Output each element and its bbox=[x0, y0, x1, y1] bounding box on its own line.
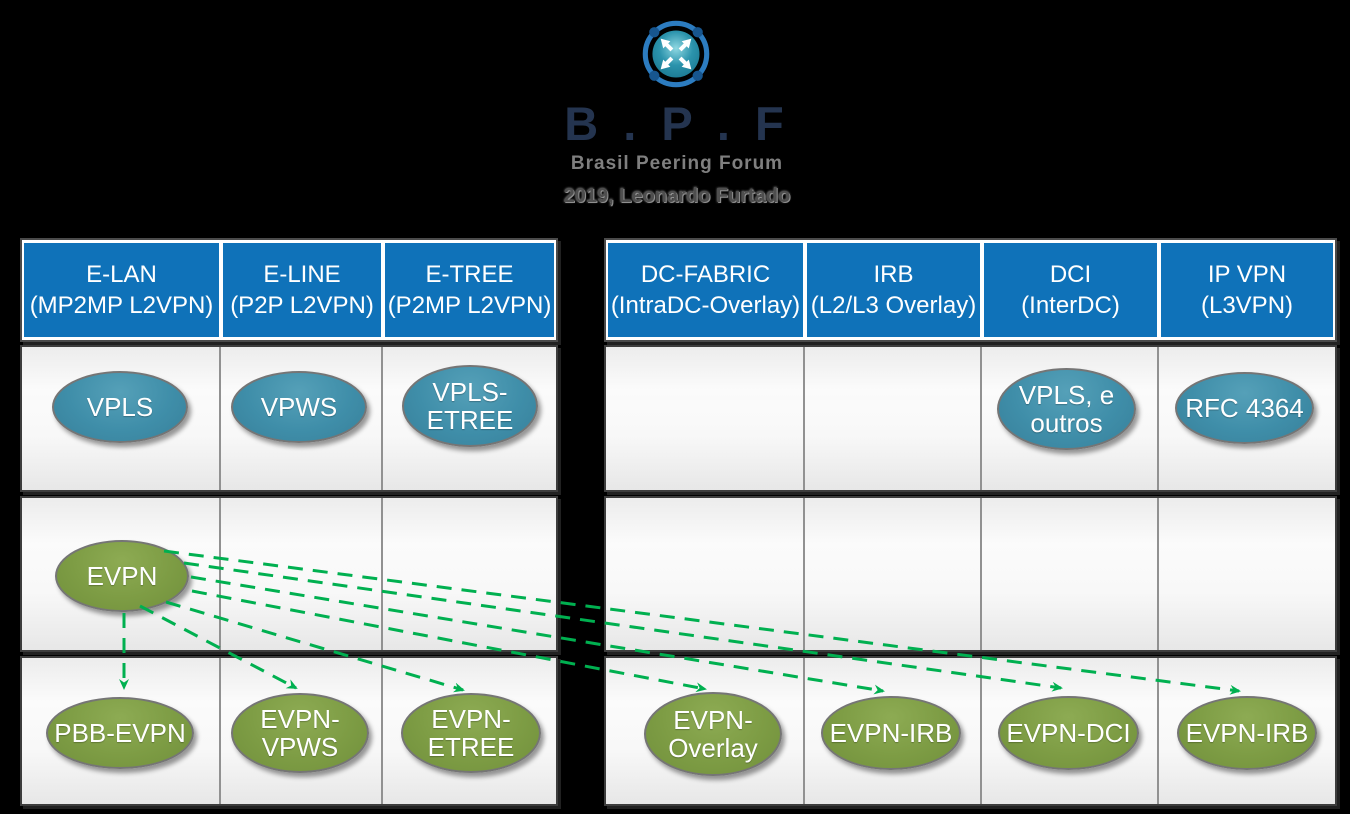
cell-dci-legacy bbox=[982, 347, 1159, 490]
column-header-ipvpn: IP VPN (L3VPN) bbox=[1161, 243, 1333, 337]
left-table-header-row: E-LAN (MP2MP L2VPN) E-LINE (P2P L2VPN) E… bbox=[20, 238, 558, 342]
column-subtitle: (IntraDC-Overlay) bbox=[610, 292, 801, 319]
node-label: outros bbox=[1030, 408, 1103, 438]
logo-title: B . P . F bbox=[564, 97, 790, 150]
column-title: DCI bbox=[1049, 261, 1092, 288]
column-title: IRB bbox=[873, 261, 914, 288]
node-label: ETREE bbox=[426, 405, 514, 435]
node-evpn-overlay: EVPN- Overlay bbox=[644, 692, 782, 776]
cell-irb-variant bbox=[805, 658, 982, 804]
cell-elan-variant bbox=[22, 658, 221, 804]
column-subtitle: (MP2MP L2VPN) bbox=[29, 292, 214, 319]
right-table-row-empty bbox=[604, 496, 1337, 652]
logo-credit: 2019, Leonardo Furtado bbox=[563, 185, 791, 207]
column-subtitle: (P2P L2VPN) bbox=[230, 292, 374, 319]
column-header-eline: E-LINE (P2P L2VPN) bbox=[223, 243, 381, 337]
node-label: VPWS bbox=[260, 392, 338, 422]
node-evpn-dci: EVPN-DCI bbox=[998, 696, 1139, 770]
node-label: VPLS- bbox=[432, 377, 508, 407]
column-title: DC-FABRIC bbox=[640, 261, 771, 288]
column-subtitle: (L3VPN) bbox=[1200, 292, 1294, 319]
cell-dcfabric-mid bbox=[606, 498, 805, 650]
column-title: IP VPN bbox=[1207, 261, 1287, 288]
column-title: E-LINE bbox=[263, 261, 341, 288]
node-label: ETREE bbox=[427, 732, 515, 762]
node-pbb-evpn: PBB-EVPN bbox=[46, 697, 194, 769]
node-label: VPLS bbox=[86, 392, 154, 422]
node-rfc-4364: RFC 4364 bbox=[1175, 372, 1314, 444]
cell-eline-evpn bbox=[221, 498, 383, 650]
node-label: EVPN- bbox=[260, 704, 340, 734]
node-label: EVPN- bbox=[431, 704, 511, 734]
cell-ipvpn-mid bbox=[1159, 498, 1335, 650]
cell-dci-variant bbox=[982, 658, 1159, 804]
cell-dci-mid bbox=[982, 498, 1159, 650]
logo-subtitle: Brasil Peering Forum bbox=[570, 153, 784, 174]
cell-dcfabric-variant bbox=[606, 658, 805, 804]
node-label: Overlay bbox=[668, 733, 758, 763]
node-label: VPWS bbox=[261, 732, 339, 762]
node-evpn-irb-fabric: EVPN-IRB bbox=[821, 696, 961, 770]
column-header-dcfabric: DC-FABRIC (IntraDC-Overlay) bbox=[608, 243, 803, 337]
node-label: EVPN-IRB bbox=[829, 718, 953, 748]
node-label: EVPN-DCI bbox=[1006, 718, 1131, 748]
cell-elan-legacy bbox=[22, 347, 221, 490]
column-header-etree: E-TREE (P2MP L2VPN) bbox=[385, 243, 554, 337]
cell-irb-mid bbox=[805, 498, 982, 650]
column-subtitle: (InterDC) bbox=[1021, 292, 1120, 319]
bpf-emblem-icon bbox=[642, 20, 710, 88]
node-evpn-vpws: EVPN- VPWS bbox=[231, 693, 369, 773]
column-subtitle: (P2MP L2VPN) bbox=[387, 292, 552, 319]
column-header-irb: IRB (L2/L3 Overlay) bbox=[807, 243, 980, 337]
column-header-dci: DCI (InterDC) bbox=[984, 243, 1157, 337]
node-label: RFC 4364 bbox=[1185, 393, 1304, 423]
node-label: VPLS, e bbox=[1018, 380, 1115, 410]
cell-etree-evpn bbox=[383, 498, 556, 650]
column-title: E-LAN bbox=[86, 261, 157, 288]
node-vpws: VPWS bbox=[231, 371, 367, 443]
node-label: EVPN- bbox=[673, 705, 753, 735]
node-vpls-etree: VPLS- ETREE bbox=[402, 365, 538, 447]
cell-irb-legacy bbox=[805, 347, 982, 490]
node-label: EVPN bbox=[86, 561, 158, 591]
node-evpn: EVPN bbox=[55, 540, 189, 612]
node-vpls-e-outros: VPLS, e outros bbox=[997, 368, 1136, 450]
cell-eline-variant bbox=[221, 658, 383, 804]
node-evpn-irb-ipvpn: EVPN-IRB bbox=[1177, 696, 1317, 770]
right-table-header-row: DC-FABRIC (IntraDC-Overlay) IRB (L2/L3 O… bbox=[604, 238, 1337, 342]
column-title: E-TREE bbox=[425, 261, 514, 288]
node-evpn-etree: EVPN- ETREE bbox=[401, 693, 541, 773]
column-subtitle: (L2/L3 Overlay) bbox=[810, 292, 977, 319]
node-label: PBB-EVPN bbox=[54, 718, 186, 748]
cell-dcfabric-legacy bbox=[606, 347, 805, 490]
column-header-elan: E-LAN (MP2MP L2VPN) bbox=[24, 243, 219, 337]
cell-eline-legacy bbox=[221, 347, 383, 490]
node-label: EVPN-IRB bbox=[1185, 718, 1309, 748]
node-vpls: VPLS bbox=[52, 371, 188, 443]
